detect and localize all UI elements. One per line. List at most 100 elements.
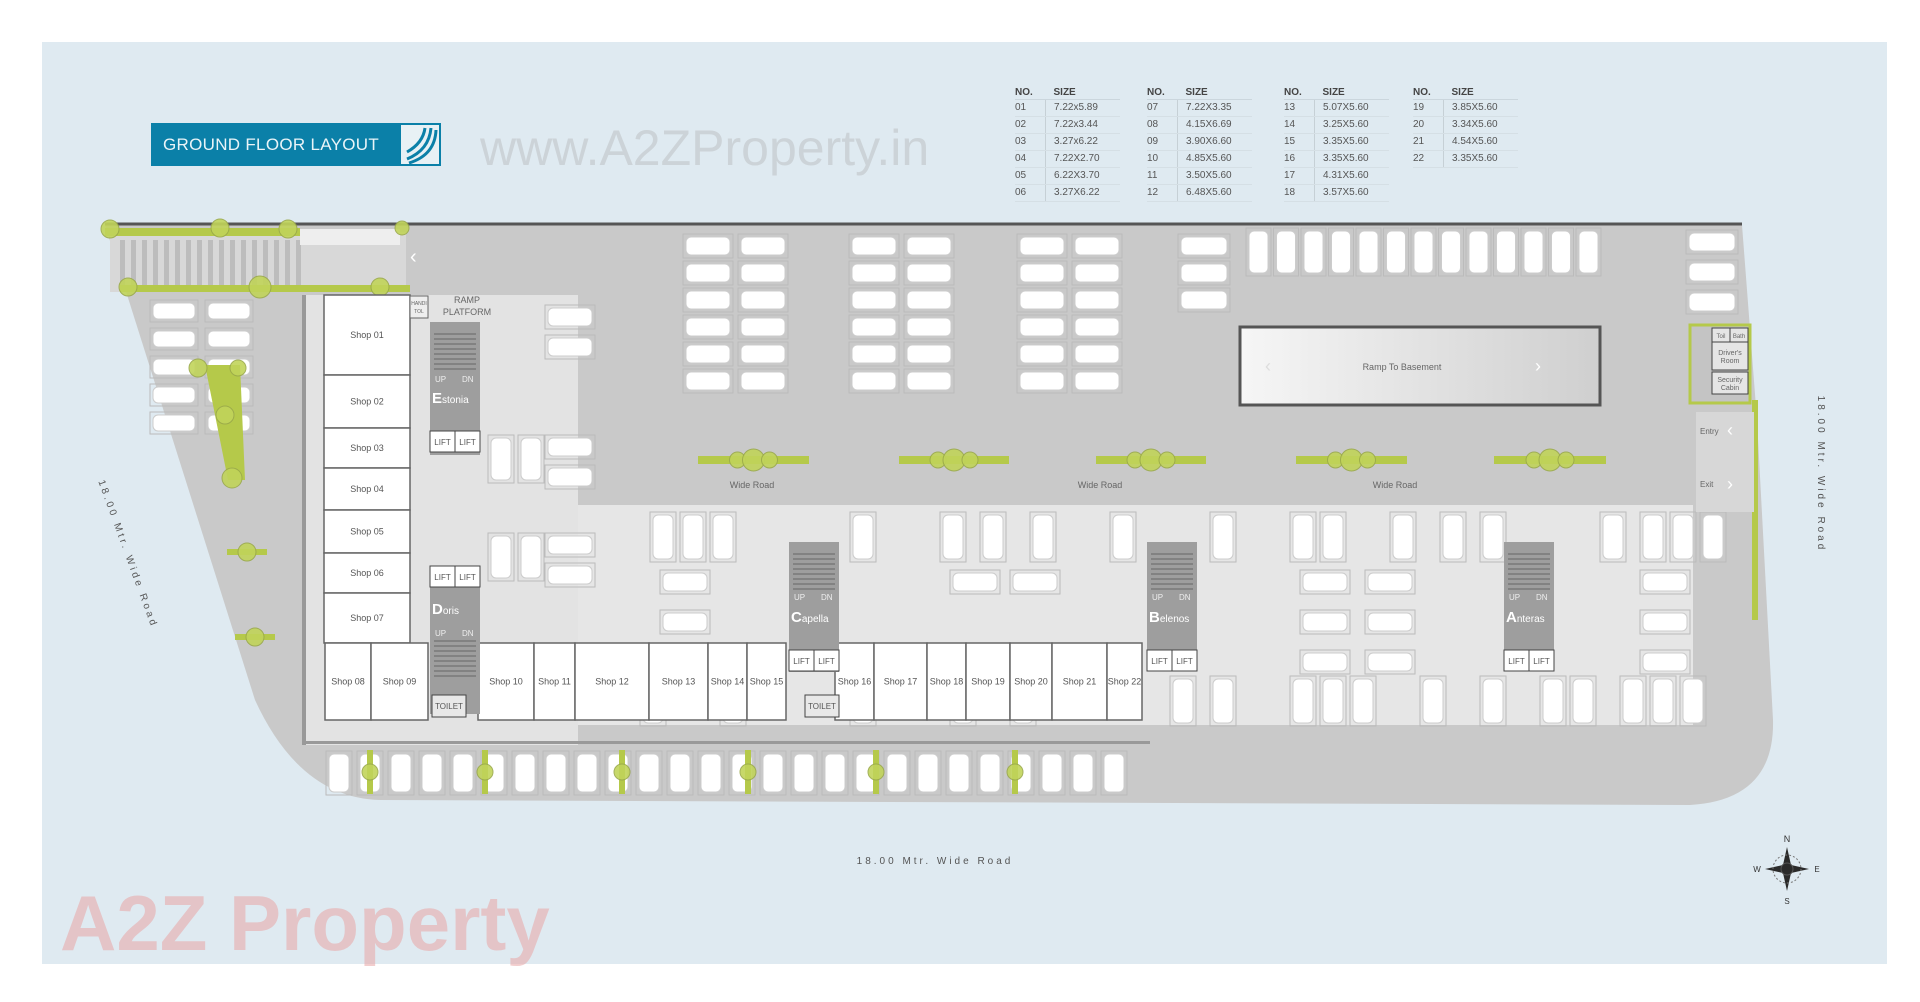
road-label-right: 18.00 Mtr. Wide Road (1815, 396, 1826, 553)
parking-space (149, 411, 199, 435)
parking-space (939, 511, 967, 563)
parking-space (697, 750, 725, 796)
parking-space (517, 434, 545, 484)
parking-space (737, 341, 789, 367)
tree-icon (1006, 763, 1024, 781)
shop-unit[interactable]: Shop 20 (1009, 642, 1053, 721)
parking-space (517, 532, 545, 582)
shop-unit[interactable]: Shop 13 (648, 642, 709, 721)
tree-icon (221, 467, 243, 489)
shop-unit[interactable]: Shop 03 (323, 427, 411, 469)
parking-space (1071, 287, 1123, 313)
shop-unit[interactable]: Shop 12 (574, 642, 650, 721)
parking-space (1493, 227, 1519, 277)
shop-unit[interactable]: Shop 18 (926, 642, 967, 721)
shop-label: Shop 09 (383, 677, 417, 687)
parking-space (1071, 368, 1123, 394)
shop-number: 13 (1284, 99, 1315, 117)
parking-space (848, 233, 900, 259)
parking-space (1699, 511, 1727, 563)
parking-space (759, 750, 787, 796)
shop-unit[interactable]: Shop 15 (746, 642, 787, 721)
parking-space (149, 299, 199, 323)
header-size: SIZE (1314, 86, 1389, 100)
header-size: SIZE (1177, 86, 1252, 100)
shop-number: 20 (1413, 116, 1444, 134)
parking-space (387, 750, 415, 796)
shop-unit[interactable]: Shop 05 (323, 509, 411, 554)
shop-unit[interactable]: Shop 02 (323, 374, 411, 429)
parking-space (204, 299, 254, 323)
parking-space (903, 260, 955, 286)
parking-space (903, 368, 955, 394)
compass-icon: N S E W (1753, 834, 1819, 906)
parking-space (1479, 675, 1507, 727)
shop-label: Shop 15 (750, 677, 784, 687)
parking-space (1016, 233, 1068, 259)
tree-icon (188, 358, 208, 378)
header-size: SIZE (1045, 86, 1120, 100)
shop-unit[interactable]: Shop 22 (1106, 642, 1143, 721)
shop-unit[interactable]: Shop 08 (324, 642, 372, 721)
shop-unit[interactable]: Shop 19 (965, 642, 1011, 721)
shop-label: Shop 06 (350, 568, 384, 578)
shop-unit[interactable]: Shop 21 (1051, 642, 1108, 721)
parking-space (544, 464, 596, 490)
parking-space (1685, 259, 1739, 285)
shop-unit[interactable]: Shop 09 (370, 642, 429, 721)
parking-space (1639, 511, 1667, 563)
parking-space (666, 750, 694, 796)
parking-space (487, 434, 515, 484)
shop-unit[interactable]: Shop 16 (834, 642, 875, 721)
parking-space (1300, 227, 1327, 277)
parking-space (1109, 511, 1137, 563)
shop-label: Shop 10 (489, 677, 523, 687)
stair-up-label: UP (1509, 593, 1520, 602)
shop-unit[interactable]: Shop 17 (873, 642, 928, 721)
ramp-to-basement: Ramp To Basement ‹ › (1238, 325, 1602, 407)
parking-space (1419, 675, 1447, 727)
shop-unit[interactable]: Shop 07 (323, 592, 411, 644)
parking-space (204, 327, 254, 351)
parking-space (542, 750, 570, 796)
parking-space (1209, 511, 1237, 563)
tree-icon (761, 451, 778, 469)
parking-space (903, 341, 955, 367)
stair-up-label: UP (794, 593, 805, 602)
parking-space (679, 511, 707, 563)
parking-space (1169, 675, 1197, 727)
shop-unit[interactable]: Shop 01 (323, 294, 411, 376)
shop-unit[interactable]: Shop 11 (533, 642, 576, 721)
shop-unit[interactable]: Shop 14 (707, 642, 748, 721)
shop-unit[interactable]: Shop 10 (477, 642, 535, 721)
tree-icon (237, 542, 257, 562)
shop-unit[interactable]: Shop 06 (323, 552, 411, 594)
parking-space (1619, 675, 1647, 727)
parking-space (848, 287, 900, 313)
parking-space (709, 511, 737, 563)
tree-icon (476, 763, 494, 781)
tree-icon (248, 275, 272, 299)
parking-space (1349, 675, 1377, 727)
shop-unit[interactable]: Shop 04 (323, 467, 411, 511)
parking-space (1639, 649, 1691, 675)
parking-space (1100, 750, 1128, 796)
core-name: Doris (432, 601, 459, 618)
shop-label: Shop 17 (884, 677, 918, 687)
lift-label: LIFT (459, 438, 476, 447)
shop-label: Shop 21 (1063, 677, 1097, 687)
lift-label: LIFT (434, 573, 451, 582)
bath-room-label: Bath (1733, 334, 1745, 340)
watermark-logo: A2Z Property (60, 879, 550, 967)
parking-space (852, 750, 880, 796)
compass-north: N (1784, 834, 1791, 844)
